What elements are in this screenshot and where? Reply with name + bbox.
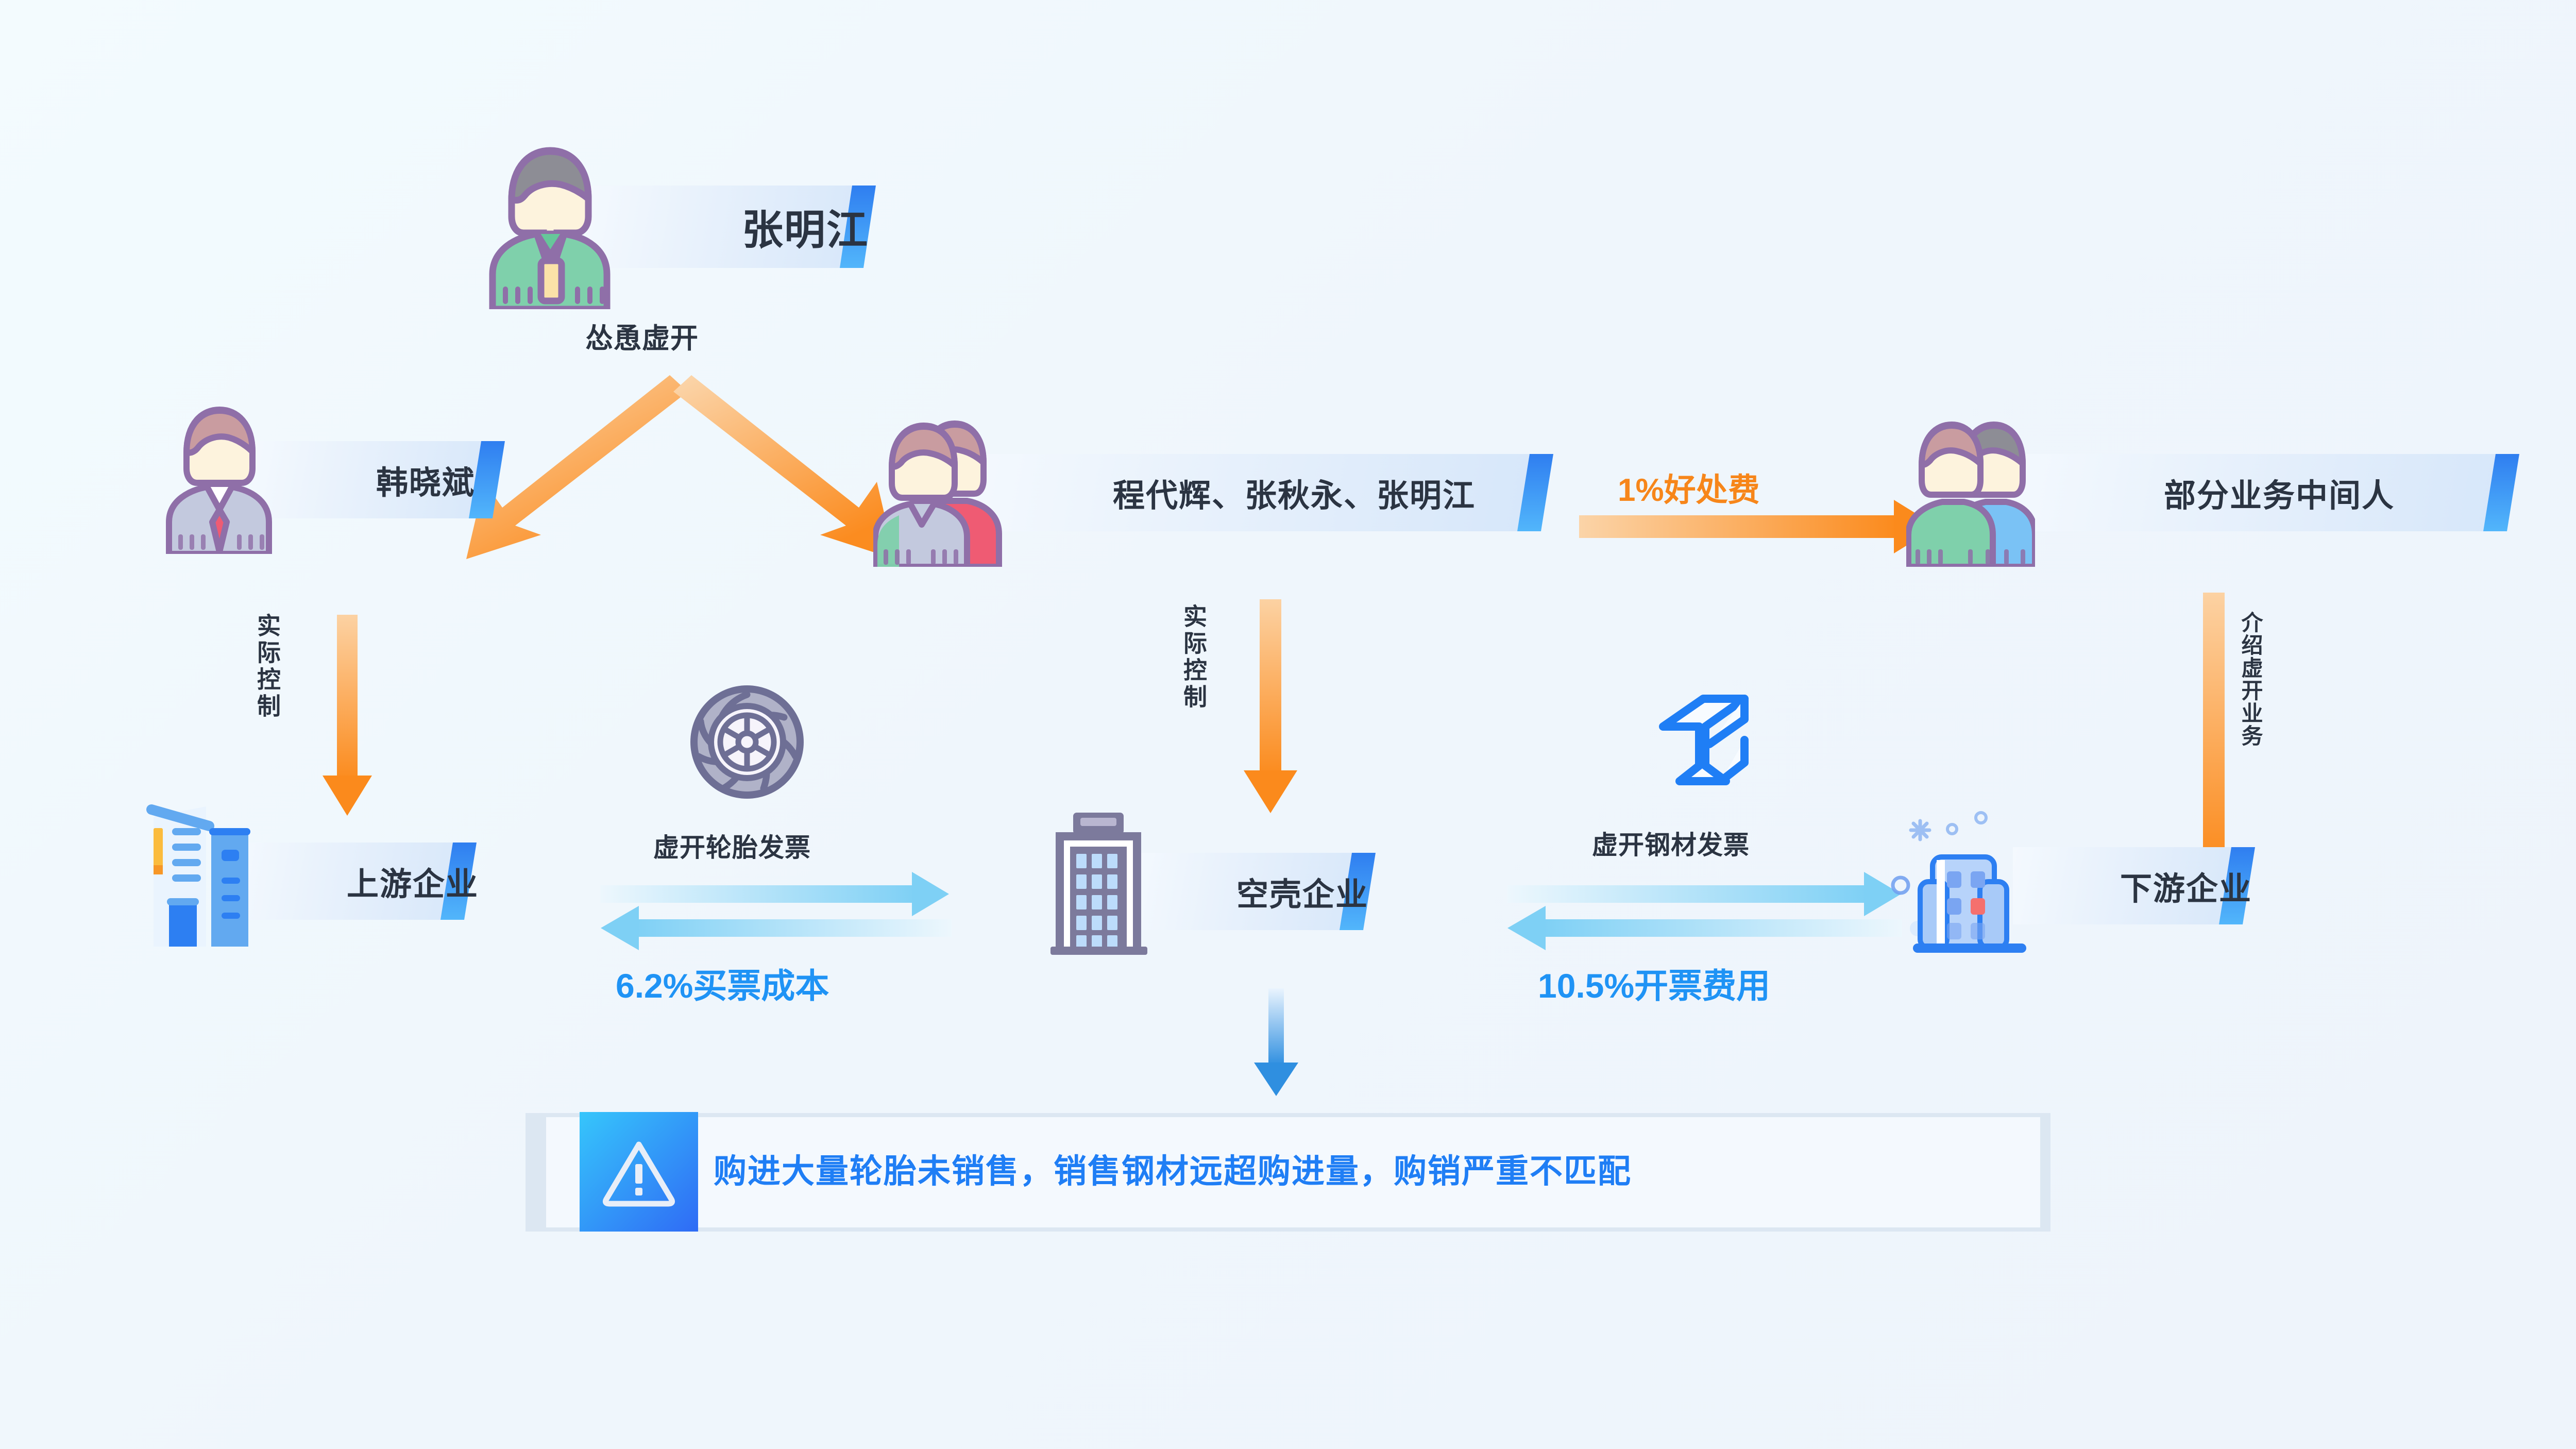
boss-relation-label: 怂恿虚开 — [585, 323, 699, 354]
node-boss-plate: 张明江 — [587, 186, 876, 268]
node-left-person-plate: 韩晓斌 — [252, 441, 505, 518]
person-green-sweater-icon — [489, 147, 611, 309]
arrow-shell-to-alert — [1254, 988, 1298, 1096]
plate-background — [587, 186, 876, 268]
arrow-boss-to-left-person — [466, 375, 688, 559]
node-shell[interactable]: 空壳企业 — [1048, 801, 1409, 961]
two-persons-pair-icon — [1906, 422, 2035, 567]
node-boss[interactable]: 张明江 — [474, 139, 886, 309]
node-boss-label: 张明江 — [742, 207, 869, 253]
plate-background — [2013, 847, 2255, 924]
node-center-persons-label: 程代辉、张秋永、张明江 — [1113, 478, 1476, 514]
node-shell-label: 空壳企业 — [1236, 877, 1369, 913]
edge-center-control-label: 实际控制 — [1180, 604, 1207, 711]
plate-background — [2007, 454, 2519, 531]
node-left-person[interactable]: 韩晓斌 — [155, 399, 531, 554]
plate-background — [234, 843, 477, 920]
node-right-brokers-label: 部分业务中间人 — [2164, 478, 2395, 514]
edge-left-control-label: 实际控制 — [254, 613, 281, 720]
plate-background — [252, 441, 505, 518]
alert-message: 购进大量轮胎未销售，销售钢材远超购进量，购销严重不匹配 — [714, 1153, 1632, 1190]
node-upstream-label: 上游企业 — [347, 867, 479, 902]
arrow-steel-fee — [1507, 906, 1902, 950]
node-upstream-plate: 上游企业 — [234, 843, 479, 920]
edge-steel-fee-label: 10.5%开票费用 — [1538, 967, 1771, 1005]
alert-icon-box — [580, 1112, 698, 1232]
node-downstream-label: 下游企业 — [2120, 871, 2252, 907]
plate-background — [1133, 853, 1376, 930]
alert-banner-inner — [546, 1117, 2040, 1227]
building-blue-icon — [146, 804, 250, 947]
arrow-boss-to-center-persons — [673, 375, 895, 559]
arrow-center-control — [1244, 599, 1297, 813]
node-downstream[interactable]: 下游企业 — [1883, 788, 2264, 958]
arrow-tire-invoice — [600, 872, 949, 916]
node-right-brokers[interactable]: 部分业务中间人 — [1906, 412, 2524, 567]
steel-beam-icon — [1659, 695, 1749, 785]
arrow-tire-cost — [601, 906, 952, 950]
edge-broker-fee-label: 1%好处费 — [1618, 473, 1760, 508]
node-downstream-plate: 下游企业 — [2013, 847, 2255, 924]
warning-triangle-icon — [603, 1141, 675, 1207]
node-center-persons-plate: 程代辉、张秋永、张明江 — [974, 454, 1553, 531]
arrow-left-control — [323, 615, 372, 816]
node-right-brokers-plate: 部分业务中间人 — [2007, 454, 2519, 531]
tire-wheel-icon — [690, 685, 804, 799]
node-upstream[interactable]: 上游企业 — [144, 788, 505, 958]
edge-broker-intro-label: 介绍虚开业务 — [2239, 611, 2263, 747]
node-shell-plate: 空壳企业 — [1133, 853, 1376, 930]
building-light-blue-icon — [1891, 811, 2026, 953]
node-center-persons[interactable]: 程代辉、张秋永、张明江 — [873, 412, 1574, 567]
building-gray-tower-icon — [1050, 813, 1147, 955]
edge-steel-invoice-label: 虚开钢材发票 — [1592, 831, 1750, 860]
edge-tire-cost-label: 6.2%买票成本 — [616, 967, 829, 1005]
plate-background — [974, 454, 1553, 531]
arrow-steel-invoice — [1507, 872, 1901, 916]
two-persons-icon — [873, 420, 1002, 567]
node-left-person-label: 韩晓斌 — [376, 465, 476, 501]
edge-tire-invoice-label: 虚开轮胎发票 — [653, 833, 811, 862]
person-suit-tie-icon — [166, 407, 272, 554]
